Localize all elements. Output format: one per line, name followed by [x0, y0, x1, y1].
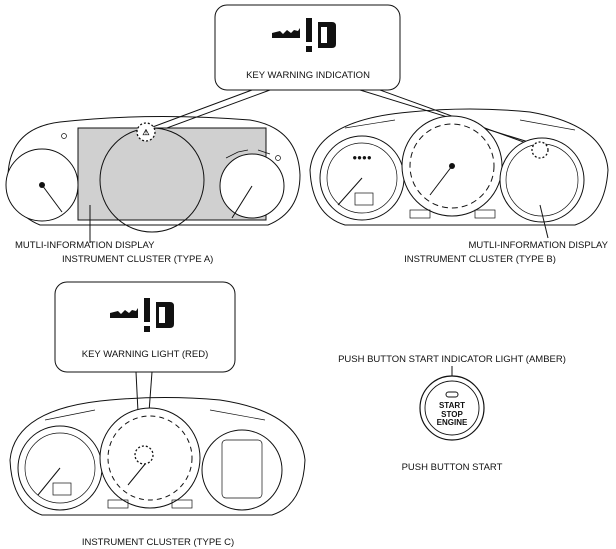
type-a-display-label: MUTLI-INFORMATION DISPLAY [15, 240, 155, 251]
type-b-display-label: MUTLI-INFORMATION DISPLAY [468, 240, 608, 251]
svg-text:●●●●: ●●●● [352, 153, 371, 162]
type-c-label: INSTRUMENT CLUSTER (TYPE C) [82, 537, 234, 548]
key-warning-light-label: KEY WARNING LIGHT (RED) [82, 349, 209, 360]
multi-information-display-b [499, 137, 585, 223]
key-warning-spot-c [134, 445, 154, 465]
push-button-label: PUSH BUTTON START [402, 462, 503, 473]
push-button-text-start: START [439, 401, 465, 410]
instrument-cluster-type-c [9, 397, 306, 516]
key-warning-indication-label: KEY WARNING INDICATION [246, 70, 370, 81]
svg-text:⚠: ⚠ [142, 128, 149, 137]
instrument-cluster-type-a: ⚠ [5, 115, 301, 243]
push-button-text-stop: STOP [441, 410, 463, 419]
key-warning-indication-callout: KEY WARNING INDICATION [149, 4, 541, 149]
push-button-indicator-light [445, 391, 459, 398]
push-button-text-engine: ENGINE [437, 418, 468, 427]
push-button-start[interactable]: START STOP ENGINE [419, 375, 485, 441]
type-a-label: INSTRUMENT CLUSTER (TYPE A) [62, 254, 213, 265]
key-warning-spot-a [136, 122, 156, 142]
key-warning-icon-red [110, 298, 174, 332]
type-b-label: INSTRUMENT CLUSTER (TYPE B) [404, 254, 556, 265]
instrument-cluster-type-b: ●●●● [309, 108, 609, 239]
key-warning-icon [272, 18, 336, 52]
key-warning-spot-b [531, 141, 549, 159]
push-indicator-label: PUSH BUTTON START INDICATOR LIGHT (AMBER… [338, 354, 566, 365]
